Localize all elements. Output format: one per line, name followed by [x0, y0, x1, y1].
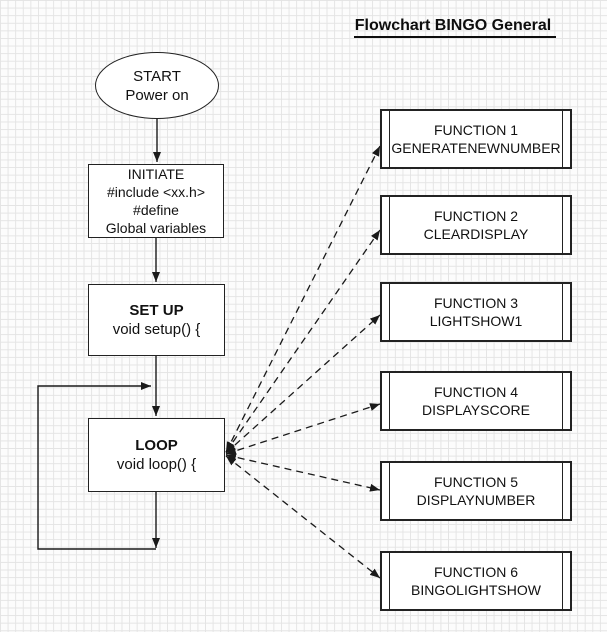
setup-subtitle: void setup() {	[112, 321, 201, 338]
predefined-process-right-bar	[562, 553, 563, 609]
dashed-connector-function-3	[225, 314, 381, 454]
dashed-connector-function-1	[225, 145, 381, 453]
predefined-process-right-bar	[562, 463, 563, 519]
predefined-process-right-bar	[562, 111, 563, 167]
initiate-line-2: #include <xx.h>	[106, 184, 206, 200]
loop-subtitle: void loop() {	[116, 456, 197, 473]
function-3-title: FUNCTION 3	[434, 295, 518, 311]
function-5-name: DISPLAYNUMBER	[416, 492, 536, 508]
dashed-connector-function-6	[225, 455, 381, 579]
function-4-name: DISPLAYSCORE	[422, 402, 530, 418]
loop-box: LOOP void loop() {	[88, 418, 225, 492]
dashed-connector-function-5	[225, 453, 381, 492]
function-6-name: BINGOLIGHTSHOW	[411, 582, 541, 598]
function-2-name: CLEARDISPLAY	[423, 226, 529, 242]
loop-title: LOOP	[135, 437, 178, 454]
function-3-name: LIGHTSHOW1	[429, 313, 523, 329]
function-1-name: GENERATENEWNUMBER	[391, 140, 561, 156]
predefined-process-left-bar	[389, 373, 390, 429]
function-box-3: FUNCTION 3 LIGHTSHOW1	[380, 282, 572, 342]
function-6-title: FUNCTION 6	[434, 564, 518, 580]
function-box-6-text: FUNCTION 6 BINGOLIGHTSHOW	[392, 553, 560, 609]
predefined-process-left-bar	[389, 284, 390, 340]
start-line-2: Power on	[125, 86, 189, 104]
initiate-line-4: Global variables	[105, 220, 207, 236]
dashed-connector-function-4	[225, 403, 381, 455]
function-box-5: FUNCTION 5 DISPLAYNUMBER	[380, 461, 572, 521]
initiate-box: INITIATE #include <xx.h> #define Global …	[88, 164, 224, 238]
function-box-5-text: FUNCTION 5 DISPLAYNUMBER	[392, 463, 560, 519]
setup-box: SET UP void setup() {	[88, 284, 225, 356]
function-box-2: FUNCTION 2 CLEARDISPLAY	[380, 195, 572, 255]
function-box-6: FUNCTION 6 BINGOLIGHTSHOW	[380, 551, 572, 611]
function-box-4: FUNCTION 4 DISPLAYSCORE	[380, 371, 572, 431]
page-title-text: Flowchart BINGO General	[353, 17, 557, 38]
predefined-process-left-bar	[389, 111, 390, 167]
dashed-connector-function-2	[225, 229, 381, 453]
start-line-1: START	[133, 67, 181, 85]
predefined-process-right-bar	[562, 197, 563, 253]
function-box-4-text: FUNCTION 4 DISPLAYSCORE	[392, 373, 560, 429]
initiate-line-3: #define	[133, 202, 179, 218]
predefined-process-right-bar	[562, 284, 563, 340]
function-1-title: FUNCTION 1	[434, 122, 518, 138]
function-box-1-text: FUNCTION 1 GENERATENEWNUMBER	[391, 111, 561, 167]
predefined-process-left-bar	[389, 553, 390, 609]
function-2-title: FUNCTION 2	[434, 208, 518, 224]
page-title: Flowchart BINGO General	[340, 17, 570, 38]
start-terminator: START Power on	[95, 52, 219, 119]
function-5-title: FUNCTION 5	[434, 474, 518, 490]
function-4-title: FUNCTION 4	[434, 384, 518, 400]
function-box-3-text: FUNCTION 3 LIGHTSHOW1	[392, 284, 560, 340]
initiate-line-1: INITIATE	[127, 166, 185, 182]
predefined-process-left-bar	[389, 197, 390, 253]
predefined-process-right-bar	[562, 373, 563, 429]
function-box-1: FUNCTION 1 GENERATENEWNUMBER	[380, 109, 572, 169]
function-box-2-text: FUNCTION 2 CLEARDISPLAY	[392, 197, 560, 253]
setup-title: SET UP	[129, 302, 184, 319]
predefined-process-left-bar	[389, 463, 390, 519]
